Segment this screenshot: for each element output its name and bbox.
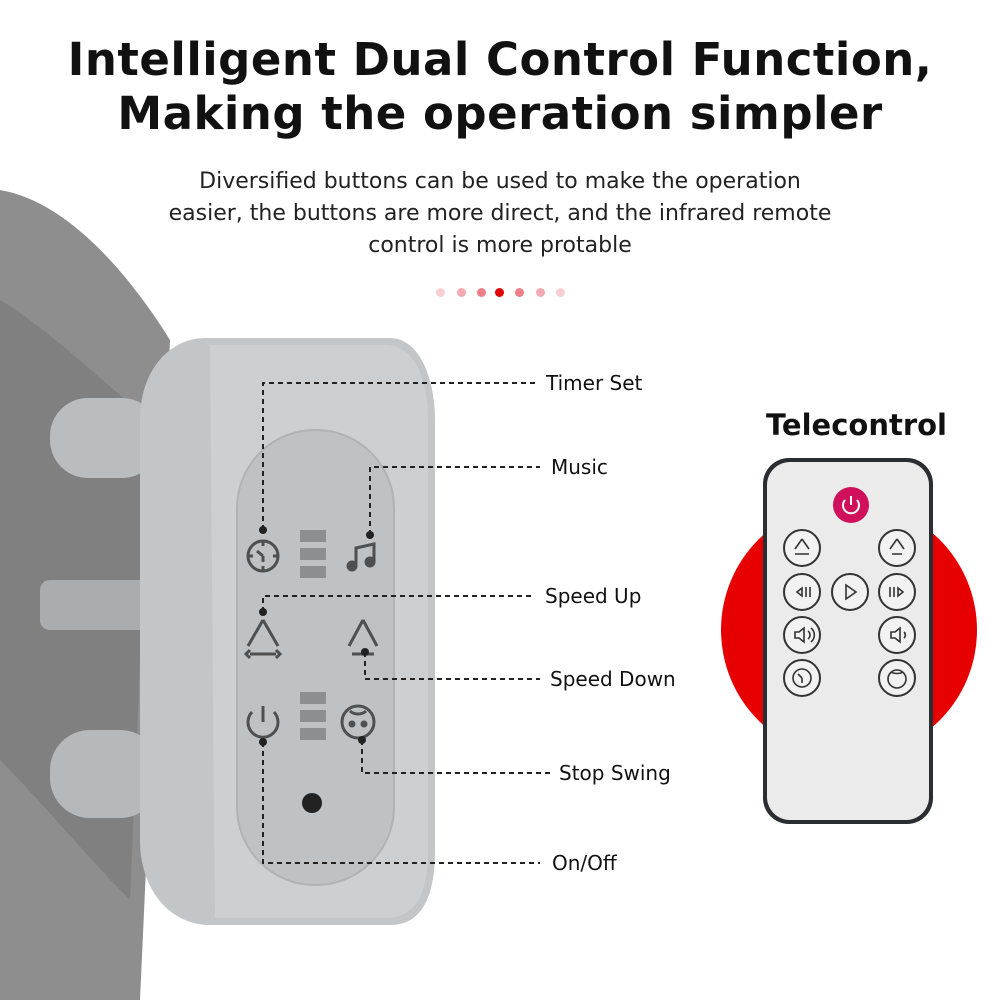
control-panel (236, 429, 395, 886)
pager-dot[interactable] (536, 288, 545, 297)
callout-label: Stop Swing (559, 761, 671, 785)
leader-lines (262, 382, 550, 864)
callout-label: On/Off (552, 851, 617, 875)
remote-baby-face-button[interactable] (878, 659, 916, 697)
speed-up-icon (794, 538, 810, 555)
timer-icon[interactable] (246, 539, 280, 573)
pager-dot[interactable] (556, 288, 565, 297)
subtitle: Diversified buttons can be used to make … (100, 166, 900, 262)
pager-dot[interactable] (436, 288, 445, 297)
indicator-lights (300, 530, 326, 740)
pager-dot-active[interactable] (495, 288, 504, 297)
remote-play-button[interactable] (831, 573, 869, 611)
ir-receiver (302, 793, 322, 813)
headline: Intelligent Dual Control Function, Makin… (0, 33, 1000, 141)
callout-label: Timer Set (546, 371, 643, 395)
pager-dot[interactable] (515, 288, 524, 297)
next-icon (889, 586, 905, 598)
volume-down-icon (890, 626, 907, 644)
device-knob-bottom (50, 730, 160, 818)
headline-line-1: Intelligent Dual Control Function, (67, 33, 933, 86)
remote-volume-up-button[interactable] (783, 616, 821, 654)
subtitle-line-1: Diversified buttons can be used to make … (199, 169, 801, 194)
remote-speed-down-button[interactable] (878, 529, 916, 567)
device-knob-top (50, 398, 160, 478)
pager-dot[interactable] (477, 288, 486, 297)
previous-icon (795, 586, 811, 598)
remote-speed-up-button[interactable] (783, 529, 821, 567)
headline-line-2: Making the operation simpler (117, 87, 883, 140)
callout-label: Speed Up (545, 584, 642, 608)
pager-dot[interactable] (457, 288, 466, 297)
speed-down-icon (889, 538, 905, 555)
remote-title: Telecontrol (766, 408, 947, 442)
timer-icon (792, 668, 812, 688)
power-icon[interactable] (246, 706, 280, 739)
subtitle-line-2: easier, the buttons are more direct, and… (168, 201, 832, 226)
baby-face-icon[interactable] (340, 704, 376, 740)
speed-up-icon[interactable] (243, 619, 283, 660)
volume-up-icon (794, 626, 816, 644)
callout-label: Music (551, 455, 608, 479)
subtitle-line-3: control is more protable (368, 233, 632, 258)
remote-next-button[interactable] (878, 573, 916, 611)
remote-volume-down-button[interactable] (878, 616, 916, 654)
music-note-icon[interactable] (346, 542, 376, 572)
play-icon (845, 583, 858, 601)
callout-label: Speed Down (550, 667, 676, 691)
baby-face-icon (887, 669, 907, 689)
